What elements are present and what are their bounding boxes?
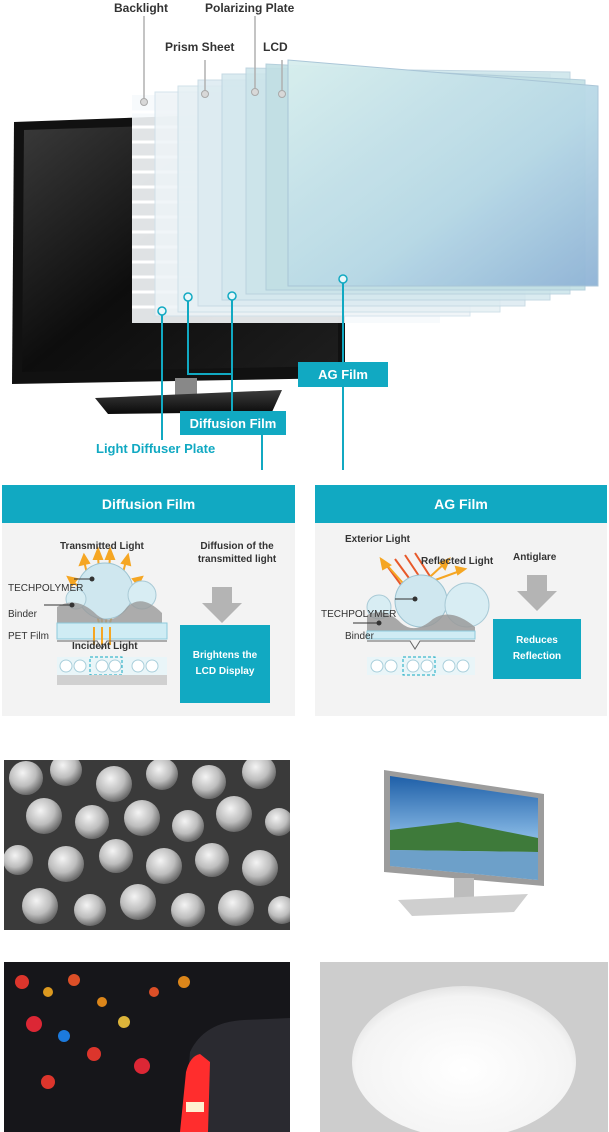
label-lcd: LCD [263, 40, 288, 54]
label-transmitted-light: Transmitted Light [60, 541, 144, 552]
label-prism-sheet: Prism Sheet [165, 40, 235, 54]
label-reflected-light: Reflected Light [421, 556, 494, 567]
result-brightens-lcd: Brightens the LCD Display [180, 625, 270, 703]
label-diffusion-caption: Diffusion of the transmitted light [197, 541, 277, 565]
label-ag-techpolymer: TECHPOLYMER [321, 609, 397, 620]
diffusion-panel-title: Diffusion Film [2, 485, 295, 523]
callout-diffusion-film: Diffusion Film [180, 411, 286, 435]
callout-light-diffuser-plate: Light Diffuser Plate [96, 441, 216, 456]
diffusion-film-panel: Diffusion Film [2, 485, 295, 716]
photo-ceiling-light [320, 962, 608, 1132]
photo-lcd-tv [318, 760, 608, 930]
label-exterior-light: Exterior Light [345, 534, 411, 545]
ag-film-panel: AG Film [315, 485, 607, 716]
ag-diagram [353, 552, 557, 676]
diffusion-diagram [44, 546, 242, 685]
label-backlight: Backlight [114, 1, 169, 15]
label-ag-binder: Binder [345, 631, 374, 642]
callout-ag-film: AG Film [298, 362, 388, 387]
top-leader-lines [143, 16, 283, 100]
ag-panel-title: AG Film [315, 485, 607, 523]
label-polarizing-plate: Polarizing Plate [205, 1, 295, 15]
label-techpolymer: TECHPOLYMER [8, 583, 84, 594]
result-reduces-reflection: Reduces Reflection [493, 619, 581, 679]
photo-techpolymer-beads [4, 760, 290, 930]
label-pet-film: PET Film [8, 631, 49, 642]
display-layers [154, 59, 599, 317]
label-antiglare: Antiglare [513, 552, 557, 563]
label-binder: Binder [8, 609, 37, 620]
cyan-leader-lines [161, 280, 344, 470]
tv-exploded-diagram [12, 16, 599, 470]
label-incident-light: Incident Light [72, 641, 138, 652]
photo-car-lights [4, 962, 290, 1132]
